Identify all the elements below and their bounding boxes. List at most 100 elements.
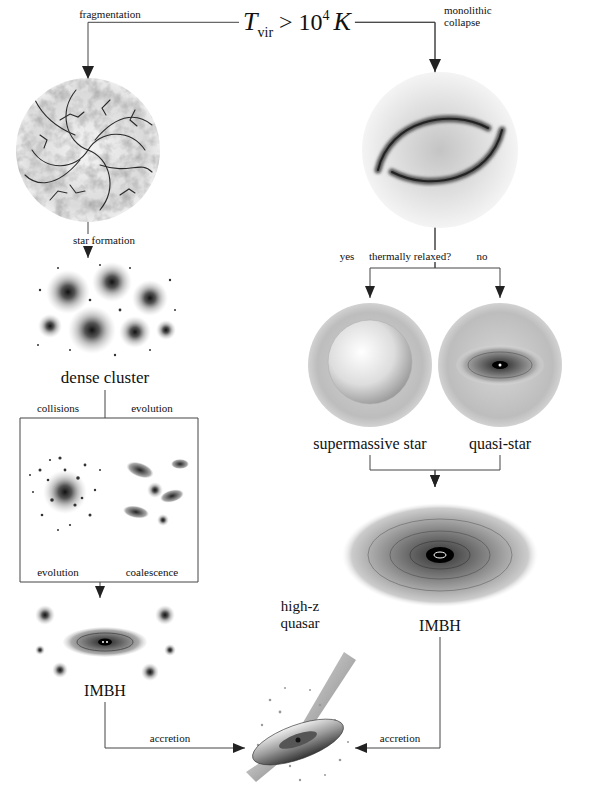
quasar-figure-part-part: [319, 704, 322, 707]
process-note: evolution: [129, 402, 175, 414]
collision-cluster-part-part: [41, 514, 44, 517]
collision-cluster-part: [29, 456, 101, 531]
flow-arrow: [105, 702, 245, 748]
collision-cluster-part: [43, 470, 87, 514]
cluster-black-hole-figure-part: [164, 644, 176, 656]
stage-label: supermassive star: [313, 435, 426, 453]
collision-cluster-part-part: [99, 469, 101, 471]
process-note: coalescence: [124, 566, 181, 578]
evolving-subclusters-part: [115, 452, 195, 532]
cluster-black-hole-figure-part: [155, 605, 175, 625]
quasar-figure-part-part: [324, 774, 326, 776]
fragmenting-disk-part-part: [88, 150, 110, 210]
collision-cluster-part: [25, 452, 105, 532]
fragmenting-disk-part-part: [60, 112, 84, 120]
quasar-figure-part: [296, 738, 301, 743]
collision-cluster: [25, 452, 105, 532]
evolving-subclusters: [115, 452, 195, 532]
collision-cluster-part-part: [47, 479, 50, 482]
star-cluster-part-part: [89, 299, 92, 302]
direct-black-hole-figure-part: [426, 547, 454, 563]
fragmenting-disk-part-part: [88, 134, 145, 150]
cluster-black-hole-figure: [35, 605, 176, 681]
stage-figure: high-z quasar: [245, 596, 355, 786]
quasar-figure-part-part: [289, 765, 291, 767]
stage-figure: IMBH: [340, 487, 540, 637]
flow-arrow: [370, 455, 435, 487]
stage-label: dense cluster: [61, 369, 149, 388]
quasar-figure-part-part: [339, 759, 342, 762]
stage-figure: dense cluster: [28, 258, 182, 390]
cluster-black-hole-figure-part: [52, 662, 68, 678]
quasar-figure-part-part: [299, 779, 301, 781]
cluster-black-hole-figure-part: [35, 645, 45, 655]
collision-cluster-part-part: [69, 524, 71, 526]
fragmenting-disk-part-part: [32, 150, 88, 166]
condition-text: T: [243, 8, 257, 37]
process-note: star formation: [71, 234, 137, 246]
stage-figure: IMBH: [40, 598, 170, 702]
star-cluster-part-part: [37, 344, 39, 346]
fragmenting-disk-part-part: [95, 117, 152, 140]
stage-label: IMBH: [84, 682, 126, 700]
direct-black-hole-figure-part: [410, 541, 470, 569]
star-cluster-part-part: [69, 349, 71, 351]
star-cluster-part: [38, 314, 62, 338]
star-cluster-part: [132, 280, 168, 316]
star-cluster-part-part: [57, 267, 59, 269]
fragmenting-disk-part-part: [102, 100, 110, 115]
star-cluster-part: [46, 270, 90, 314]
stage-label: quasi-star: [469, 435, 531, 453]
quasar-figure-part-part: [309, 689, 311, 691]
fragmenting-disk-part-part: [66, 90, 88, 150]
fragmenting-disk-part: [25, 90, 152, 210]
branch-condition: Tvir> 104K: [239, 8, 355, 37]
direct-black-hole-figure-part: [342, 503, 538, 607]
condition-text: 4: [323, 8, 330, 23]
process-note: fragmentation: [77, 8, 143, 20]
process-note: monolithic collapse: [442, 4, 494, 28]
branch-label: yes: [338, 250, 357, 262]
quasi-star-figure-part: [468, 352, 532, 378]
fragmenting-disk-part-part: [100, 165, 152, 172]
process-note: collisions: [35, 402, 81, 414]
collision-cluster-part-part: [89, 514, 92, 517]
collision-cluster-part-part: [84, 464, 87, 467]
evolving-subclusters-part: [124, 459, 155, 482]
fragmenting-disk-part-part: [35, 100, 75, 135]
branch-label: accretion: [148, 732, 192, 744]
stage-label: high-z quasar: [269, 598, 331, 631]
collision-cluster-part-part: [73, 503, 76, 506]
process-note: thermally relaxed?: [367, 250, 453, 262]
star-cluster-part-part: [119, 309, 122, 312]
star-cluster-part: [119, 316, 151, 348]
star-cluster: [37, 262, 176, 356]
star-cluster-part-part: [174, 309, 176, 311]
collision-cluster-part-part: [32, 491, 34, 493]
fragmenting-disk-part-part: [120, 189, 135, 195]
collision-cluster-part-part: [29, 474, 31, 476]
fragmenting-disk-part: [16, 78, 160, 222]
collision-cluster-part-part: [81, 497, 84, 500]
fragmenting-disk-part-part: [130, 110, 137, 126]
condition-text: K: [334, 8, 351, 37]
star-cluster-part-part: [149, 349, 151, 351]
star-cluster-part: [68, 306, 116, 354]
star-cluster-part-part: [99, 264, 101, 266]
direct-black-hole-figure-part: [390, 531, 490, 579]
collapsing-disk-part: [392, 130, 502, 181]
collision-cluster-part-part: [94, 489, 96, 491]
quasar-figure-part-part: [284, 687, 286, 689]
cluster-black-hole-figure-part: [63, 627, 147, 657]
stage-figure: quasi-star: [438, 298, 562, 455]
quasi-star-figure-part: [492, 361, 508, 369]
quasar-figure-part: [247, 710, 349, 775]
quasi-star-figure-part: [438, 303, 562, 427]
evolving-subclusters-part: [147, 482, 163, 498]
star-cluster-part-part: [129, 267, 131, 269]
collision-cluster-part-part: [64, 469, 67, 472]
branch-lines-part: [100, 418, 198, 582]
quasar-figure-part: [277, 728, 319, 753]
direct-black-hole-figure-part: [434, 552, 446, 558]
